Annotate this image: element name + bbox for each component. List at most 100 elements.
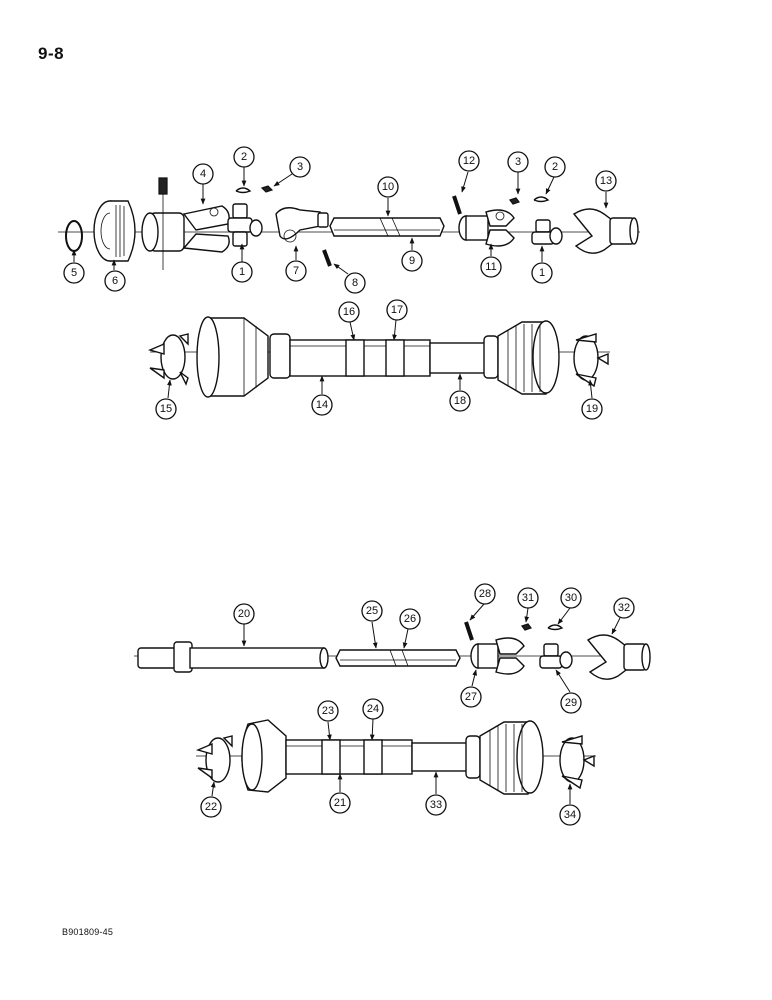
svg-text:12: 12 — [463, 155, 475, 167]
svg-text:11: 11 — [485, 261, 496, 273]
callout-25: 25 — [361, 600, 383, 622]
snap-ring-part — [65, 220, 83, 252]
svg-text:20: 20 — [238, 608, 250, 620]
inner-shaft-part — [137, 641, 329, 673]
svg-text:21: 21 — [334, 797, 346, 809]
end-yoke-part — [572, 208, 639, 254]
callout-1: 1 — [231, 261, 253, 283]
callout-31: 31 — [517, 587, 539, 609]
svg-text:33: 33 — [430, 799, 442, 811]
callout-12: 12 — [458, 150, 480, 172]
svg-text:31: 31 — [522, 592, 534, 604]
cross-bearing-part — [227, 203, 263, 247]
svg-text:4: 4 — [200, 168, 206, 180]
callout-29: 29 — [560, 692, 582, 714]
svg-text:30: 30 — [565, 592, 577, 604]
small-snap-ring-part — [547, 624, 564, 631]
callout-13: 13 — [595, 170, 617, 192]
svg-text:25: 25 — [366, 605, 378, 617]
callout-24: 24 — [362, 698, 384, 720]
callout-17: 17 — [386, 299, 408, 321]
svg-text:2: 2 — [241, 151, 247, 163]
lower-shield-components — [195, 719, 596, 795]
cross-bearing-part — [539, 643, 573, 669]
callout-8: 8 — [344, 272, 366, 294]
outer-guard-tube-part — [269, 333, 431, 379]
callout-30: 30 — [560, 587, 582, 609]
svg-text:7: 7 — [293, 265, 299, 277]
callout-11: 11 — [480, 256, 502, 278]
figure-code: B901809-45 — [62, 927, 114, 937]
svg-text:8: 8 — [352, 277, 358, 289]
callout-27: 27 — [460, 686, 482, 708]
callout-34: 34 — [559, 804, 581, 826]
outer-profile-tube-part — [335, 649, 461, 667]
svg-text:6: 6 — [112, 275, 118, 287]
upper-shield-components — [147, 316, 610, 398]
svg-text:5: 5 — [71, 267, 77, 279]
svg-text:15: 15 — [160, 403, 172, 415]
outer-guard-tube-part — [285, 739, 413, 775]
svg-text:1: 1 — [239, 266, 245, 278]
roll-pin-part — [452, 195, 462, 215]
yoke-part — [470, 637, 525, 675]
callout-2: 2 — [233, 146, 255, 168]
callout-4: 4 — [192, 163, 214, 185]
callout-7: 7 — [285, 260, 307, 282]
svg-text:29: 29 — [565, 697, 577, 709]
callout-3b: 3 — [507, 151, 529, 173]
inner-shield-cone-part — [479, 720, 544, 795]
grease-fitting-part — [260, 185, 274, 193]
svg-text:19: 19 — [586, 403, 598, 415]
callout-10: 10 — [377, 176, 399, 198]
shield-bearing-ring-part — [559, 735, 595, 790]
svg-text:13: 13 — [600, 175, 612, 187]
inner-yoke-part — [275, 207, 329, 243]
grease-fitting-part — [509, 197, 520, 205]
callout-6: 6 — [104, 270, 126, 292]
callout-32: 32 — [613, 597, 635, 619]
svg-text:3: 3 — [297, 161, 303, 173]
collar-part — [93, 200, 136, 262]
cross-bearing-part — [531, 219, 563, 245]
svg-text:28: 28 — [479, 588, 491, 600]
callout-15: 15 — [155, 398, 177, 420]
svg-text:3: 3 — [515, 156, 521, 168]
small-snap-ring-part — [235, 187, 252, 194]
callout-3: 3 — [289, 156, 311, 178]
roll-pin-part — [322, 249, 332, 267]
callout-28: 28 — [474, 583, 496, 605]
outer-shield-cone-part — [196, 316, 269, 398]
callout-18: 18 — [449, 390, 471, 412]
callout-leaders — [71, 167, 621, 804]
svg-text:16: 16 — [343, 306, 355, 318]
svg-text:22: 22 — [205, 801, 217, 813]
roll-pin-part — [464, 621, 474, 641]
svg-text:27: 27 — [465, 691, 477, 703]
callout-2b: 2 — [544, 156, 566, 178]
inner-guard-tube-part — [411, 735, 481, 779]
callout-33: 33 — [425, 794, 447, 816]
small-snap-ring-part — [533, 196, 550, 203]
svg-text:10: 10 — [382, 181, 394, 193]
callout-14: 14 — [311, 394, 333, 416]
shield-bearing-ring-part — [147, 333, 189, 386]
callout-26: 26 — [399, 608, 421, 630]
outer-shield-cone-part — [241, 719, 287, 793]
inner-profile-tube-part — [329, 217, 445, 237]
svg-text:9: 9 — [409, 255, 415, 267]
page-number: 9-8 — [38, 44, 65, 63]
callout-21: 21 — [329, 792, 351, 814]
svg-text:18: 18 — [454, 395, 466, 407]
svg-text:26: 26 — [404, 613, 416, 625]
svg-text:23: 23 — [322, 705, 334, 717]
svg-text:2: 2 — [552, 161, 558, 173]
callout-22: 22 — [200, 796, 222, 818]
svg-text:17: 17 — [391, 304, 403, 316]
svg-text:32: 32 — [618, 602, 630, 614]
callout-5: 5 — [63, 262, 85, 284]
svg-text:34: 34 — [564, 809, 576, 821]
upper-ujoint-components — [58, 177, 640, 270]
